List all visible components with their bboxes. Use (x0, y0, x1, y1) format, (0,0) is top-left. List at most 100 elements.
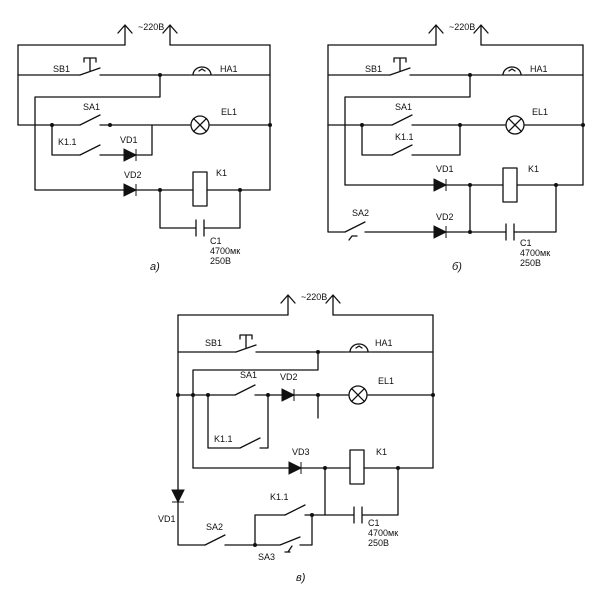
contact-k11-upper-c (239, 437, 261, 449)
supply-arrow-right-a (162, 24, 178, 46)
label-el1-c: EL1 (378, 376, 394, 386)
label-c1-volt-c: 250В (368, 538, 389, 548)
lamp-el1-a (190, 115, 210, 135)
label-ha1-a: HA1 (220, 64, 238, 74)
label-sb1-a: SB1 (53, 64, 70, 74)
label-c1-volt-b: 250В (520, 258, 541, 268)
caption-a: а) (150, 261, 160, 273)
switch-sa1-a (79, 114, 101, 126)
lamp-el1-cross-b (507, 117, 523, 133)
label-k11-a: K1.1 (58, 137, 77, 147)
supply-arrow-left-b (428, 24, 444, 46)
label-vd2-c: VD2 (280, 372, 298, 382)
bell-ha1-c (347, 343, 371, 353)
label-c1-c: C1 (368, 518, 380, 528)
supply-arrow-left-c (280, 294, 296, 316)
diode-vd1-a (123, 148, 138, 162)
supply-label-c: ~220В (301, 292, 327, 302)
junction-c2 (176, 393, 180, 397)
row-k11-b (361, 124, 461, 156)
junction-b7 (468, 230, 472, 234)
contact-k11-a (79, 144, 101, 156)
label-k11-lower-c: K1.1 (270, 492, 289, 502)
label-vd2-b: VD2 (436, 212, 454, 222)
label-k11-b: K1.1 (395, 132, 414, 142)
label-vd1-a: VD1 (120, 135, 138, 145)
junction-a1 (158, 73, 162, 77)
label-vd2-a: VD2 (124, 170, 142, 180)
lamp-el1-cross-a (192, 117, 208, 133)
relay-k1-a (192, 171, 208, 207)
junction-c10 (253, 543, 257, 547)
switch-sa3-c (254, 514, 313, 553)
junction-c1 (316, 350, 320, 354)
junction-a4 (268, 123, 272, 127)
junction-c7 (431, 393, 435, 397)
label-sb1-b: SB1 (365, 64, 382, 74)
caption-c: в) (296, 572, 306, 584)
diagram-c: ~220В SB1 HA1 SA1 VD2 EL1 K1.1 V (158, 292, 435, 584)
relay-k1-b (502, 167, 518, 203)
label-c1-cap-b: 4700мк (520, 248, 550, 258)
diode-vd2-a (123, 183, 138, 197)
capacitor-c1-c (324, 467, 399, 524)
junction-b4 (581, 123, 585, 127)
label-c1-a: C1 (210, 236, 222, 246)
switch-sa1-c (234, 384, 256, 396)
diode-vd3-c (288, 461, 303, 475)
label-sa3-c: SA3 (258, 552, 275, 562)
supply-label-a: ~220В (138, 22, 164, 32)
capacitor-c1-b (505, 223, 515, 241)
caption-b: б) (452, 261, 462, 273)
label-vd1-c: VD1 (158, 514, 176, 524)
diode-vd2-b (433, 225, 448, 239)
junction-c11 (310, 513, 314, 517)
supply-arrow-left-a (117, 24, 133, 46)
label-sa1-b: SA1 (395, 102, 412, 112)
pushbutton-sb1-b (389, 57, 411, 76)
diagram-b: ~220В SB1 HA1 SA1 EL1 K1.1 VD1 K1 (327, 22, 585, 273)
capacitor-c1-a (159, 189, 241, 237)
relay-k1-c (349, 449, 365, 485)
junction-b1 (468, 73, 472, 77)
label-sa1-c: SA1 (240, 370, 257, 380)
lamp-el1-cross-c (350, 387, 366, 403)
lamp-el1-c (348, 385, 368, 405)
label-vd1-b: VD1 (436, 164, 454, 174)
label-c1-cap-c: 4700мк (368, 528, 398, 538)
junction-c3 (191, 393, 195, 397)
lamp-el1-b (505, 115, 525, 135)
supply-label-b: ~220В (449, 22, 475, 32)
bell-ha1-a (190, 66, 214, 76)
label-k11-upper-c: K1.1 (214, 434, 233, 444)
diagram-a: ~220В SB1 HA1 SA1 EL1 K1.1 VD1 V (17, 22, 272, 273)
pushbutton-sb1-c (235, 334, 257, 353)
diode-vd2-c (281, 388, 296, 402)
label-k1-b: K1 (528, 164, 539, 174)
label-k1-c: K1 (376, 447, 387, 457)
switch-sa1-b (391, 114, 413, 126)
row-k11-a (51, 124, 153, 156)
label-ha1-c: HA1 (375, 338, 393, 348)
diode-vd1-c (171, 489, 185, 504)
label-sa2-c: SA2 (206, 522, 223, 532)
label-el1-a: EL1 (221, 107, 237, 117)
label-el1-b: EL1 (532, 107, 548, 117)
label-sb1-c: SB1 (205, 338, 222, 348)
contact-k11-b (391, 144, 413, 156)
switch-sa2-b (344, 221, 366, 241)
label-sa1-a: SA1 (83, 102, 100, 112)
label-k1-a: K1 (216, 168, 227, 178)
bell-ha1-b (500, 66, 524, 76)
label-ha1-b: HA1 (530, 64, 548, 74)
contact-k11-lower-c (284, 504, 306, 516)
diode-vd1-b (433, 178, 448, 192)
pushbutton-sb1-a (79, 57, 101, 76)
supply-arrow-right-c (325, 294, 341, 316)
label-vd3-c: VD3 (292, 447, 310, 457)
mid-bus-c (192, 351, 319, 469)
supply-arrow-right-b (473, 24, 489, 46)
junction-a3 (108, 123, 112, 127)
row-k11-upper-c (207, 394, 319, 449)
